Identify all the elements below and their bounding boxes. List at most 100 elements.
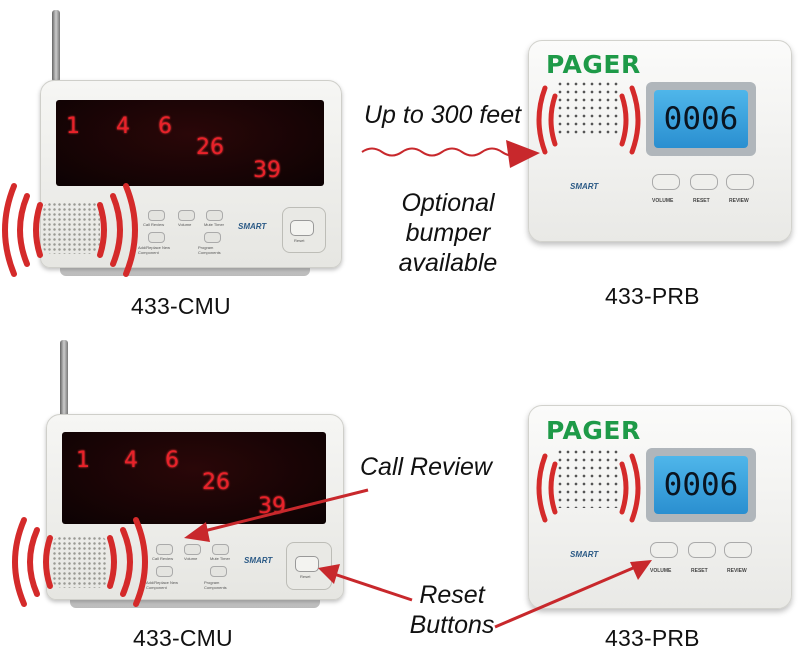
speaker-grille	[42, 202, 100, 254]
button-label: Add/Replace New Component	[146, 580, 179, 590]
speaker-grille	[52, 536, 108, 588]
smart-logo: SMART	[244, 556, 273, 565]
sound-wave-icon	[536, 453, 548, 523]
model-caption: 433-CMU	[131, 293, 231, 319]
button-label: VOLUME	[650, 568, 672, 574]
sound-wave-icon	[43, 535, 53, 589]
reset-button[interactable]	[688, 542, 716, 558]
add-replace-button[interactable]	[148, 232, 165, 243]
range-squiggle-arrow	[361, 147, 523, 157]
reset-line: Reset	[419, 581, 485, 609]
pager-speaker-grille	[556, 80, 620, 138]
display-number: 4	[116, 114, 130, 139]
button-label: Add/Replace New Component	[138, 245, 171, 255]
arrowhead-icon	[630, 560, 652, 580]
display-number: 26	[196, 135, 224, 160]
sound-wave-icon	[12, 517, 27, 607]
button-label: RESET	[693, 198, 710, 204]
button-label: Mute Timer	[204, 222, 225, 227]
review-button[interactable]	[726, 174, 754, 190]
sound-wave-icon	[107, 535, 117, 589]
smart-logo: SMART	[570, 182, 599, 191]
display-number: 6	[165, 448, 179, 473]
sound-wave-icon	[33, 202, 43, 258]
button-label: Volume	[178, 222, 192, 227]
sound-wave-icon	[110, 193, 123, 267]
sound-wave-icon	[2, 183, 17, 277]
button-label: REVIEW	[729, 198, 749, 204]
sound-wave-icon	[629, 85, 641, 155]
smart-logo: SMART	[238, 222, 267, 231]
button-label: Program Components	[204, 580, 227, 590]
volume-button[interactable]	[652, 174, 680, 190]
bumper-line: Optional	[401, 189, 495, 217]
bumper-line: bumper	[405, 219, 491, 247]
sound-wave-icon	[548, 461, 558, 515]
reset-label: Reset	[300, 574, 311, 579]
arrowhead-icon	[318, 564, 340, 584]
display-number: 6	[158, 114, 172, 139]
reset-button[interactable]	[690, 174, 718, 190]
sound-wave-icon	[27, 527, 40, 597]
arrowhead-icon	[506, 140, 540, 168]
add-replace-button[interactable]	[156, 566, 173, 577]
button-label: REVIEW	[727, 568, 747, 574]
sound-wave-icon	[97, 202, 107, 258]
pager-title: PAGER	[546, 50, 641, 79]
call-review-arrow	[195, 488, 369, 535]
button-label: Mute Timer	[210, 556, 231, 561]
bumper-note: Optional bumper available	[378, 188, 518, 278]
button-label: Call Review	[152, 556, 174, 561]
program-components-button[interactable]	[204, 232, 221, 243]
model-caption: 433-CMU	[133, 625, 233, 651]
call-review-button[interactable]	[148, 210, 165, 221]
reset-arrow-pager	[494, 563, 641, 629]
pager-title: PAGER	[546, 416, 641, 445]
display-number: 1	[76, 448, 90, 473]
call-review-label: Call Review	[360, 453, 492, 481]
sound-wave-icon	[536, 85, 548, 155]
led-display	[56, 100, 324, 186]
range-label: Up to 300 feet	[364, 101, 522, 129]
reset-button[interactable]	[290, 220, 314, 236]
reset-arrow-cmu	[327, 570, 413, 602]
sound-wave-icon	[548, 93, 558, 147]
sound-wave-icon	[17, 193, 30, 267]
sound-wave-icon	[120, 527, 133, 597]
antenna	[52, 10, 60, 82]
volume-button[interactable]	[650, 542, 678, 558]
button-label: Call Review	[143, 222, 165, 227]
reset-button[interactable]	[295, 556, 319, 572]
pager-speaker-grille	[556, 448, 620, 508]
sound-wave-icon	[123, 183, 138, 277]
mute-timer-button[interactable]	[206, 210, 223, 221]
lcd-display: 0006	[654, 456, 748, 514]
sound-wave-icon	[629, 453, 641, 523]
display-number: 39	[253, 158, 281, 183]
button-label: Program Components	[198, 245, 221, 255]
model-caption: 433-PRB	[605, 625, 700, 651]
bumper-line: available	[398, 249, 498, 277]
model-caption: 433-PRB	[605, 283, 700, 309]
button-label: RESET	[691, 568, 708, 574]
display-number: 4	[124, 448, 138, 473]
sound-wave-icon	[619, 461, 629, 515]
program-components-button[interactable]	[210, 566, 227, 577]
reset-line: Buttons	[409, 611, 495, 639]
lcd-display: 0006	[654, 90, 748, 148]
volume-button[interactable]	[184, 544, 201, 555]
sound-wave-icon	[619, 93, 629, 147]
display-number: 26	[202, 470, 230, 495]
reset-label: Reset	[294, 238, 305, 243]
sound-wave-icon	[133, 517, 148, 607]
antenna	[60, 340, 68, 420]
button-label: Volume	[184, 556, 198, 561]
led-display	[62, 432, 326, 524]
button-label: VOLUME	[652, 198, 674, 204]
call-review-button[interactable]	[156, 544, 173, 555]
volume-button[interactable]	[178, 210, 195, 221]
review-button[interactable]	[724, 542, 752, 558]
arrowhead-icon	[184, 522, 210, 542]
mute-timer-button[interactable]	[212, 544, 229, 555]
